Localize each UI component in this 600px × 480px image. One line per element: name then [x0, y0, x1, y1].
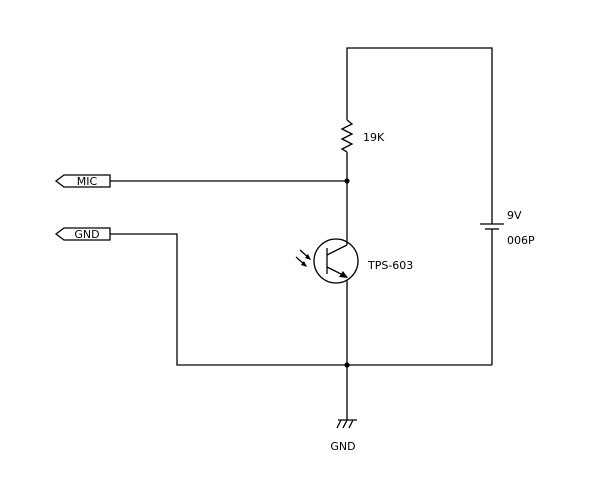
wire-gnd-port — [110, 233, 492, 366]
ground-label: GND — [330, 440, 355, 453]
junction-dot-mic — [344, 178, 350, 184]
junction-dot-ground — [344, 362, 350, 368]
phototransistor: TPS-603 — [295, 238, 413, 284]
wires — [110, 47, 493, 420]
port-mic-shape — [54, 174, 111, 188]
phototransistor-emitter-arrow — [339, 271, 348, 278]
ground-symbol: GND — [330, 419, 357, 453]
port-gnd: GND — [54, 227, 111, 241]
phototransistor-part: TPS-603 — [367, 259, 413, 272]
port-mic: MIC — [54, 174, 111, 188]
resistor-zigzag — [340, 119, 354, 153]
phototransistor-body — [313, 238, 359, 284]
resistor-value: 19K — [363, 131, 385, 144]
resistor: 19K — [340, 119, 385, 153]
port-mic-label: MIC — [77, 175, 98, 188]
port-gnd-label: GND — [74, 228, 99, 241]
battery: 9V 006P — [480, 209, 535, 247]
battery-type: 006P — [507, 234, 535, 247]
port-gnd-shape — [54, 227, 111, 241]
battery-voltage: 9V — [507, 209, 522, 222]
wire-top-loop — [346, 47, 493, 224]
light-arrows-icon — [295, 249, 311, 267]
phototransistor-collector — [326, 244, 348, 256]
